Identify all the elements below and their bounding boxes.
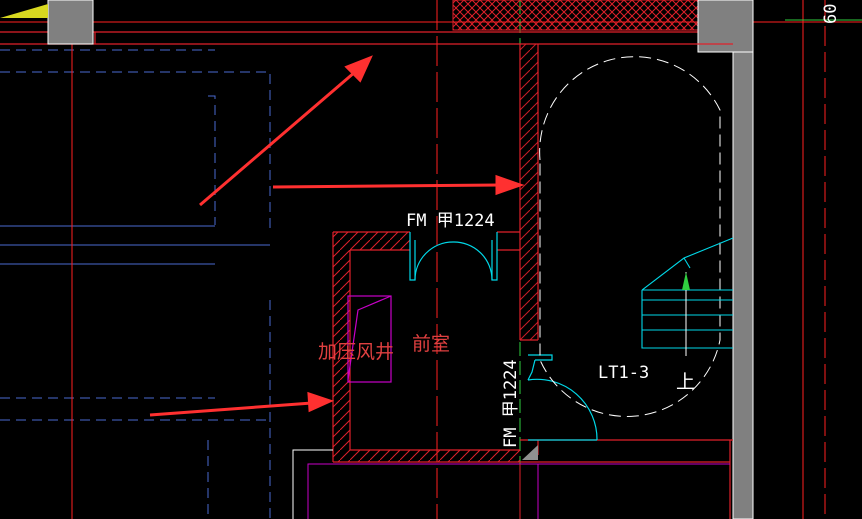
lobby-label: 前室 — [412, 333, 450, 355]
stair-outline — [539, 56, 721, 417]
yellow-marker — [0, 4, 48, 18]
corner-marker — [522, 445, 538, 460]
shaft-room-label: 加压风井 — [318, 341, 394, 363]
stair-treads — [641, 237, 734, 349]
shaft-wall-hatch — [333, 232, 350, 462]
column-top-left — [47, 0, 94, 45]
annotation-arrows — [149, 55, 525, 417]
stair-up-arrowhead — [682, 272, 690, 290]
dimension-label: 60 — [821, 4, 841, 24]
lobby-bottom-hatch — [350, 450, 520, 462]
column-top-right — [697, 0, 754, 53]
stair-tag-label: LT1-3 — [598, 363, 649, 383]
lower-outlines — [292, 449, 730, 519]
stair-wall-hatch — [520, 44, 538, 340]
shaft-outline — [347, 295, 392, 383]
door-side — [527, 354, 598, 441]
door-top-label: FM 甲1224 — [406, 211, 495, 231]
arrow-to-top-wall — [199, 70, 356, 207]
door-side-label: FM 甲1224 — [501, 359, 521, 448]
stair-up-label: 上 — [676, 371, 695, 393]
lobby-top-hatch — [350, 232, 410, 250]
door-top — [409, 232, 498, 281]
hatched-beam — [452, 0, 699, 31]
dimension-lines — [519, 0, 862, 519]
arrow-to-shaft-wall — [149, 401, 313, 417]
column-right — [732, 51, 754, 519]
guide-lines — [0, 49, 271, 519]
stair-well-walls — [519, 43, 733, 519]
top-walls — [0, 31, 700, 45]
arrow-to-mid-wall — [272, 183, 501, 189]
